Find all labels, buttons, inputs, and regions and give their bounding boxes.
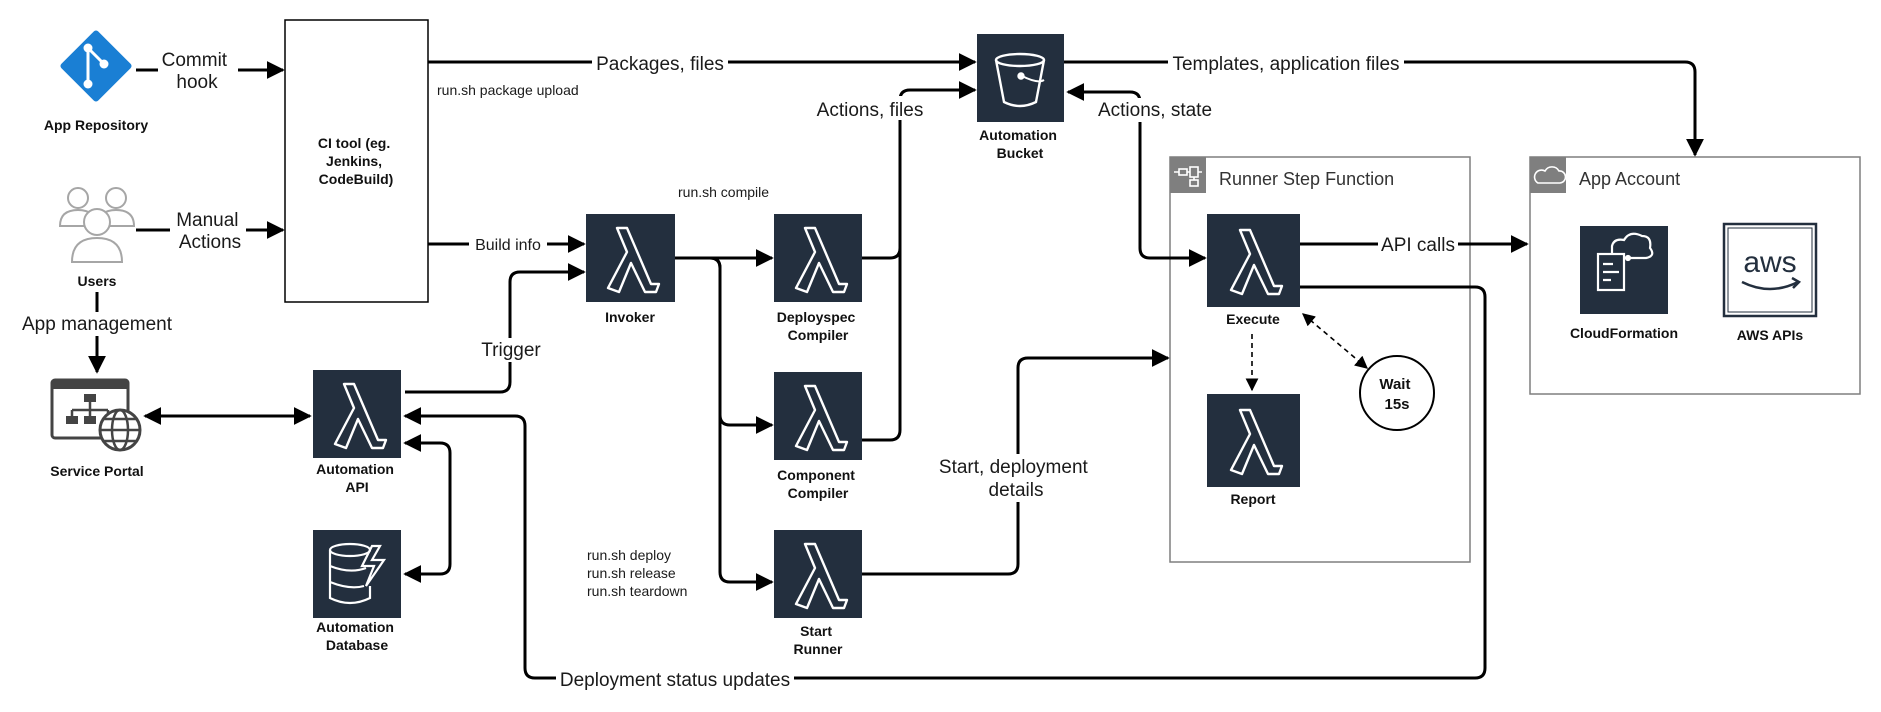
app-account-title: App Account — [1579, 169, 1680, 189]
start-details-label: Start, deployment details — [939, 457, 1093, 501]
edge-api-database — [403, 434, 452, 583]
packages-files-label: Packages, files — [596, 54, 724, 75]
report-label: Report — [1230, 491, 1275, 507]
report-node[interactable]: Report — [1207, 394, 1300, 507]
app-repository-label: App Repository — [44, 117, 148, 133]
edge-actions-state — [1066, 83, 1207, 267]
compile-label: run.sh compile — [678, 184, 769, 200]
web-portal-icon — [50, 378, 142, 452]
edge-component-bucket — [862, 100, 902, 442]
automation-database-node[interactable]: Automation Database — [313, 530, 401, 653]
component-compiler-node[interactable]: Component Compiler — [774, 372, 862, 501]
build-info-label: Build info — [475, 237, 541, 254]
service-portal-label: Service Portal — [50, 463, 143, 479]
ci-tool-node[interactable]: CI tool (eg. Jenkins, CodeBuild) — [284, 19, 429, 303]
trigger-label: Trigger — [481, 340, 541, 361]
automation-bucket-label: Automation Bucket — [979, 127, 1061, 161]
runner-step-function-title: Runner Step Function — [1219, 169, 1394, 189]
ci-tool-label: CI tool (eg. Jenkins, CodeBuild) — [318, 135, 394, 187]
actions-files-label: Actions, files — [817, 100, 924, 121]
wait-label: Wait 15s — [1379, 376, 1414, 413]
start-runner-label: Start Runner — [794, 623, 844, 657]
templates-files-label: Templates, application files — [1172, 54, 1399, 75]
actions-state-label: Actions, state — [1098, 100, 1212, 121]
start-runner-node[interactable]: Start Runner — [774, 530, 862, 657]
commit-hook-label: Commit hook — [162, 50, 233, 93]
automation-bucket-node[interactable]: Automation Bucket — [977, 34, 1064, 161]
edge-status-updates — [403, 285, 1487, 680]
app-account-group: App Account — [1529, 156, 1861, 395]
automation-database-label: Automation Database — [316, 619, 398, 653]
aws-apis-node[interactable]: aws AWS APIs — [1722, 222, 1818, 343]
edge-labels: Commit hook Manual Actions App managemen… — [16, 48, 1458, 692]
execute-node[interactable]: Execute — [1207, 214, 1300, 327]
app-management-label: App management — [22, 314, 173, 335]
package-upload-label: run.sh package upload — [437, 82, 579, 98]
status-updates-label: Deployment status updates — [560, 670, 790, 691]
users-node[interactable]: Users — [58, 187, 136, 289]
deployspec-compiler-label: Deployspec Compiler — [777, 309, 859, 343]
git-icon — [60, 30, 132, 102]
wait-node[interactable]: Wait 15s — [1359, 355, 1435, 431]
automation-api-node[interactable]: Automation API — [313, 370, 401, 495]
edges — [88, 53, 1704, 680]
deployspec-compiler-node[interactable]: Deployspec Compiler — [774, 214, 862, 343]
dynamodb-icon — [328, 542, 387, 605]
cloudformation-node[interactable]: CloudFormation — [1570, 226, 1678, 341]
app-repository-node[interactable]: App Repository — [44, 29, 148, 133]
edge-execute-wait — [1302, 313, 1368, 369]
aws-smile-icon — [1741, 276, 1802, 291]
component-compiler-label: Component Compiler — [777, 467, 859, 501]
cloud-icon — [1533, 166, 1567, 184]
manual-actions-label: Manual Actions — [176, 210, 244, 253]
automation-api-label: Automation API — [316, 461, 398, 495]
edge-invoker-startrunner — [675, 256, 774, 591]
service-portal-node[interactable]: Service Portal — [50, 378, 144, 479]
aws-logo: aws — [1743, 246, 1796, 279]
bucket-icon — [994, 52, 1046, 108]
users-icon — [58, 187, 136, 263]
invoker-node[interactable]: Invoker — [586, 214, 675, 325]
run-commands-label: run.sh deploy run.sh release run.sh tear… — [587, 547, 687, 599]
edge-invoker-component — [675, 256, 774, 434]
edge-templates-files — [1064, 60, 1704, 157]
invoker-label: Invoker — [605, 309, 655, 325]
execute-label: Execute — [1226, 311, 1280, 327]
cloudformation-icon — [1596, 232, 1654, 292]
cloudformation-label: CloudFormation — [1570, 325, 1678, 341]
users-label: Users — [78, 273, 117, 289]
aws-apis-label: AWS APIs — [1737, 327, 1804, 343]
edge-trigger — [405, 263, 586, 394]
api-calls-label: API calls — [1381, 235, 1455, 256]
